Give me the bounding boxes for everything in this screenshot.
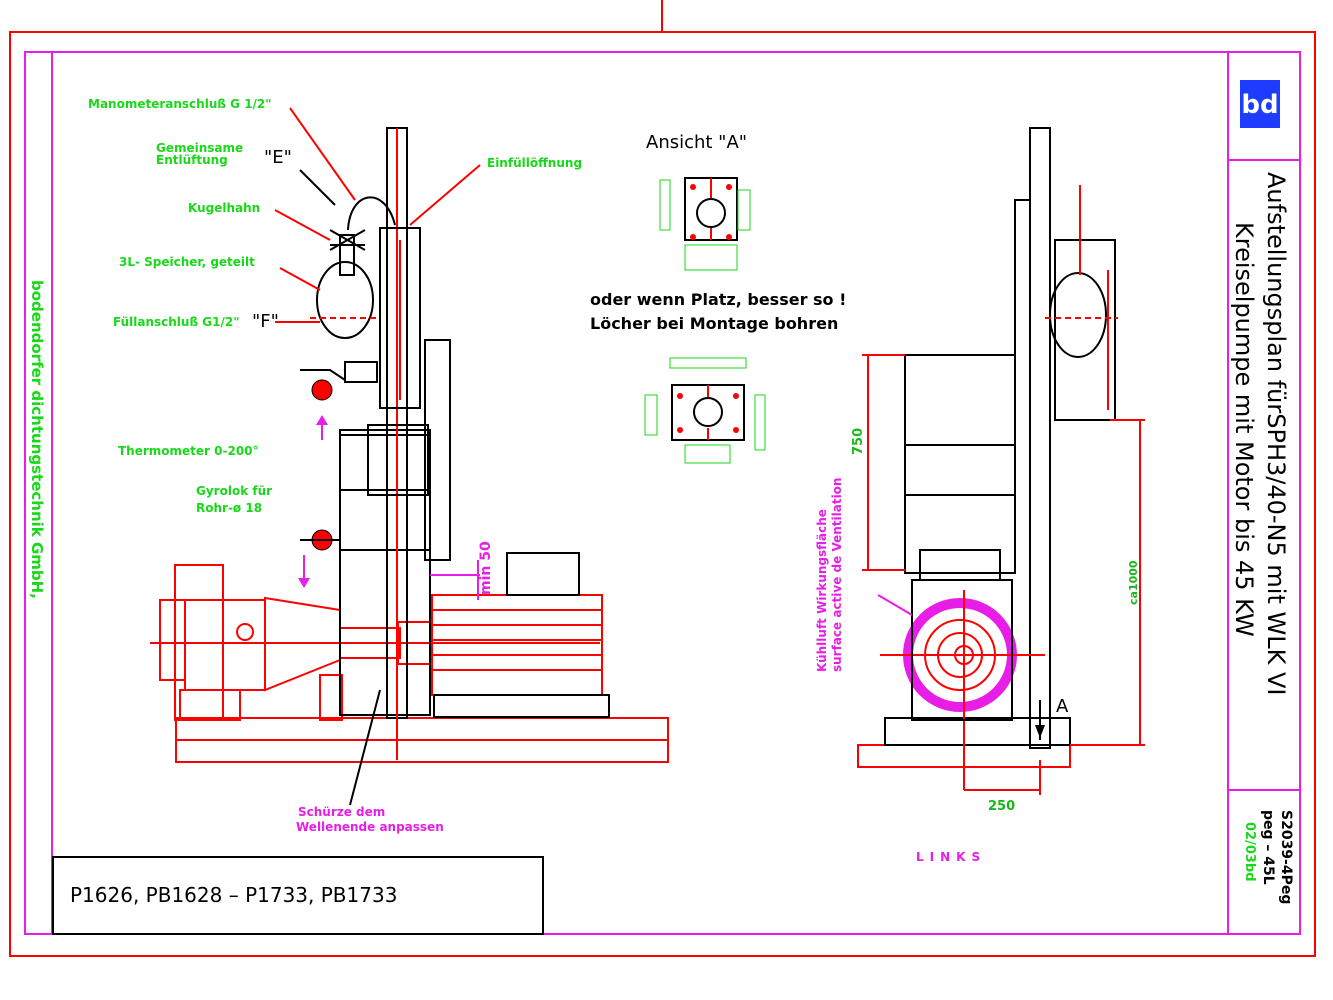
marker-a: A (1056, 696, 1069, 717)
label-manometer: Manometeranschluß G 1/2" (88, 97, 272, 111)
drawing-variant: peg – 45L (1260, 810, 1276, 885)
label-kuehlluft-1: Kühlluft Wirkungsfläche (815, 509, 829, 672)
drawing-number: S2039-4Peg (1278, 810, 1294, 904)
label-links: LINKS (916, 850, 986, 864)
svg-text:bd: bd (1241, 90, 1278, 120)
ansicht-flange-detail-2 (644, 357, 766, 464)
dim-750: 750 (851, 428, 866, 455)
part-number-box (52, 856, 544, 935)
title-line-1: Aufstellungsplan fürSPH3/40-N5 mit WLK V… (1262, 172, 1290, 695)
label-schuerze-1: Schürze dem (298, 805, 385, 819)
label-gyrolok-2: Rohr-ø 18 (196, 501, 262, 515)
ansicht-flange-detail-1 (659, 177, 751, 271)
dim-ca1000: ca1000 (1127, 560, 1140, 605)
ansicht-note-2: Löcher bei Montage bohren (590, 314, 838, 333)
side-view-pump-assembly (857, 127, 1145, 795)
label-thermometer: Thermometer 0-200° (118, 444, 259, 458)
ansicht-note-1: oder wenn Platz, besser so ! (590, 290, 846, 309)
inner-frame (24, 51, 1301, 935)
label-einfuelloeffnung: Einfüllöffnung (487, 156, 582, 170)
outer-frame (9, 31, 1316, 957)
label-gyrolok-1: Gyrolok für (196, 484, 272, 498)
label-kugelhahn: Kugelhahn (188, 201, 260, 215)
label-fuellanschluss-code: "F" (252, 311, 279, 332)
bd-logo-icon: bd (1240, 80, 1280, 128)
label-fuellanschluss: Füllanschluß G1/2" (113, 315, 239, 329)
label-schuerze-2: Wellenende anpassen (296, 820, 444, 834)
title-line-2: Kreiselpumpe mit Motor bis 45 KW (1230, 222, 1258, 637)
label-speicher: 3L- Speicher, geteilt (119, 255, 255, 269)
drawing-date: 02/03bd (1242, 822, 1257, 882)
ansicht-title: Ansicht "A" (646, 132, 747, 153)
part-numbers: P1626, PB1628 – P1733, PB1733 (70, 883, 397, 907)
label-kuehlluft-2: surface active de Ventilation (830, 478, 844, 672)
company-name: bodendorfer dichtungstechnik GmbH, (28, 280, 46, 599)
front-view-pump-assembly (150, 107, 669, 806)
label-entlueftung-2: Entlüftung (156, 153, 228, 167)
label-min50: min 50 (478, 541, 494, 595)
label-entlueftung-1: Gemeinsame (156, 141, 243, 155)
label-entlueftung-code: "E" (264, 147, 292, 168)
dim-250: 250 (988, 799, 1015, 814)
